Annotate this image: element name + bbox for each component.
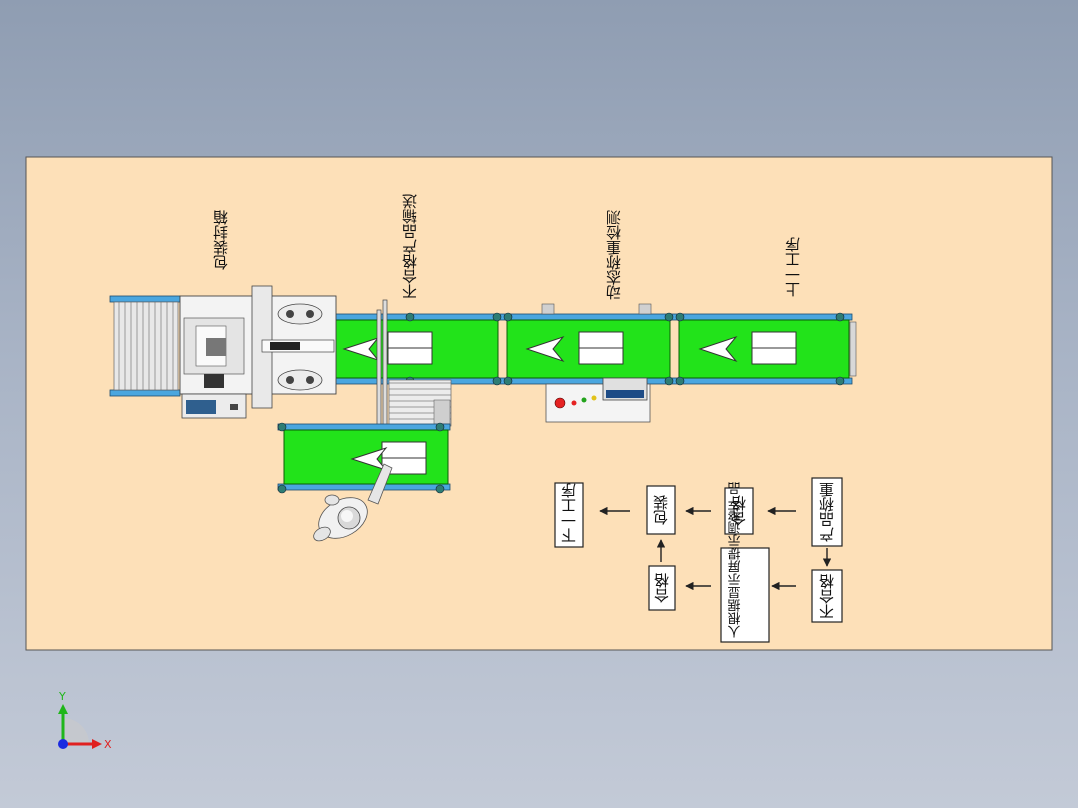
- label-previous-process: 上一工序: [784, 236, 802, 297]
- flow-box-unqualified: [811, 569, 843, 623]
- main-conveyor-line: [329, 303, 857, 386]
- process-flowchart: 产品称重 合格 包装 下一工序 不合格 人根据显示屏提示调整产品 合格: [554, 477, 843, 643]
- reject-conveyor: [277, 299, 452, 494]
- indicator-light-icon: [591, 395, 597, 401]
- flow-box-packaging: [646, 485, 676, 535]
- axis-label-x: X: [104, 738, 112, 751]
- flow-text-manual-adjust: 人根据显示屏提示调整产品: [728, 482, 744, 638]
- flow-text-qualified-2: 合格: [653, 573, 671, 603]
- flow-arrow-icon: [525, 335, 565, 363]
- flow-box-qualified-2: [648, 565, 676, 611]
- flow-text-qualified: 合格: [730, 496, 748, 526]
- label-dynamic-weighing: 动态称重检测: [605, 210, 623, 300]
- label-reject-conveying: 不合格产品输送: [401, 193, 419, 299]
- flow-box-manual-adjust: [720, 547, 770, 643]
- flow-text-unqualified: 不合格: [818, 574, 836, 619]
- flow-arrow-icon: [350, 447, 388, 471]
- drawing-sheet: [25, 156, 1053, 651]
- operator-figure: [313, 463, 393, 542]
- flow-arrow-icon: [698, 335, 738, 363]
- flow-text-packaging: 包装: [652, 495, 670, 525]
- flow-arrow-icon: [342, 337, 380, 361]
- indicator-light-icon: [581, 397, 587, 403]
- flow-text-next-process: 下一工序: [560, 482, 578, 543]
- flow-text-weighing: 产品称重: [818, 482, 836, 542]
- flow-box-next-process: [554, 482, 584, 548]
- axis-triad: Y X: [58, 690, 112, 751]
- flow-box-weighing: [811, 477, 843, 547]
- indicator-light-icon: [571, 400, 577, 406]
- indicator-light-icon: [554, 397, 566, 409]
- label-package-seal: 包装封箱: [212, 210, 230, 270]
- packaging-sealing-machine: [109, 285, 337, 419]
- weighing-control-panel: [545, 377, 651, 423]
- flow-box-qualified: [724, 487, 754, 535]
- axis-label-y: Y: [58, 690, 66, 703]
